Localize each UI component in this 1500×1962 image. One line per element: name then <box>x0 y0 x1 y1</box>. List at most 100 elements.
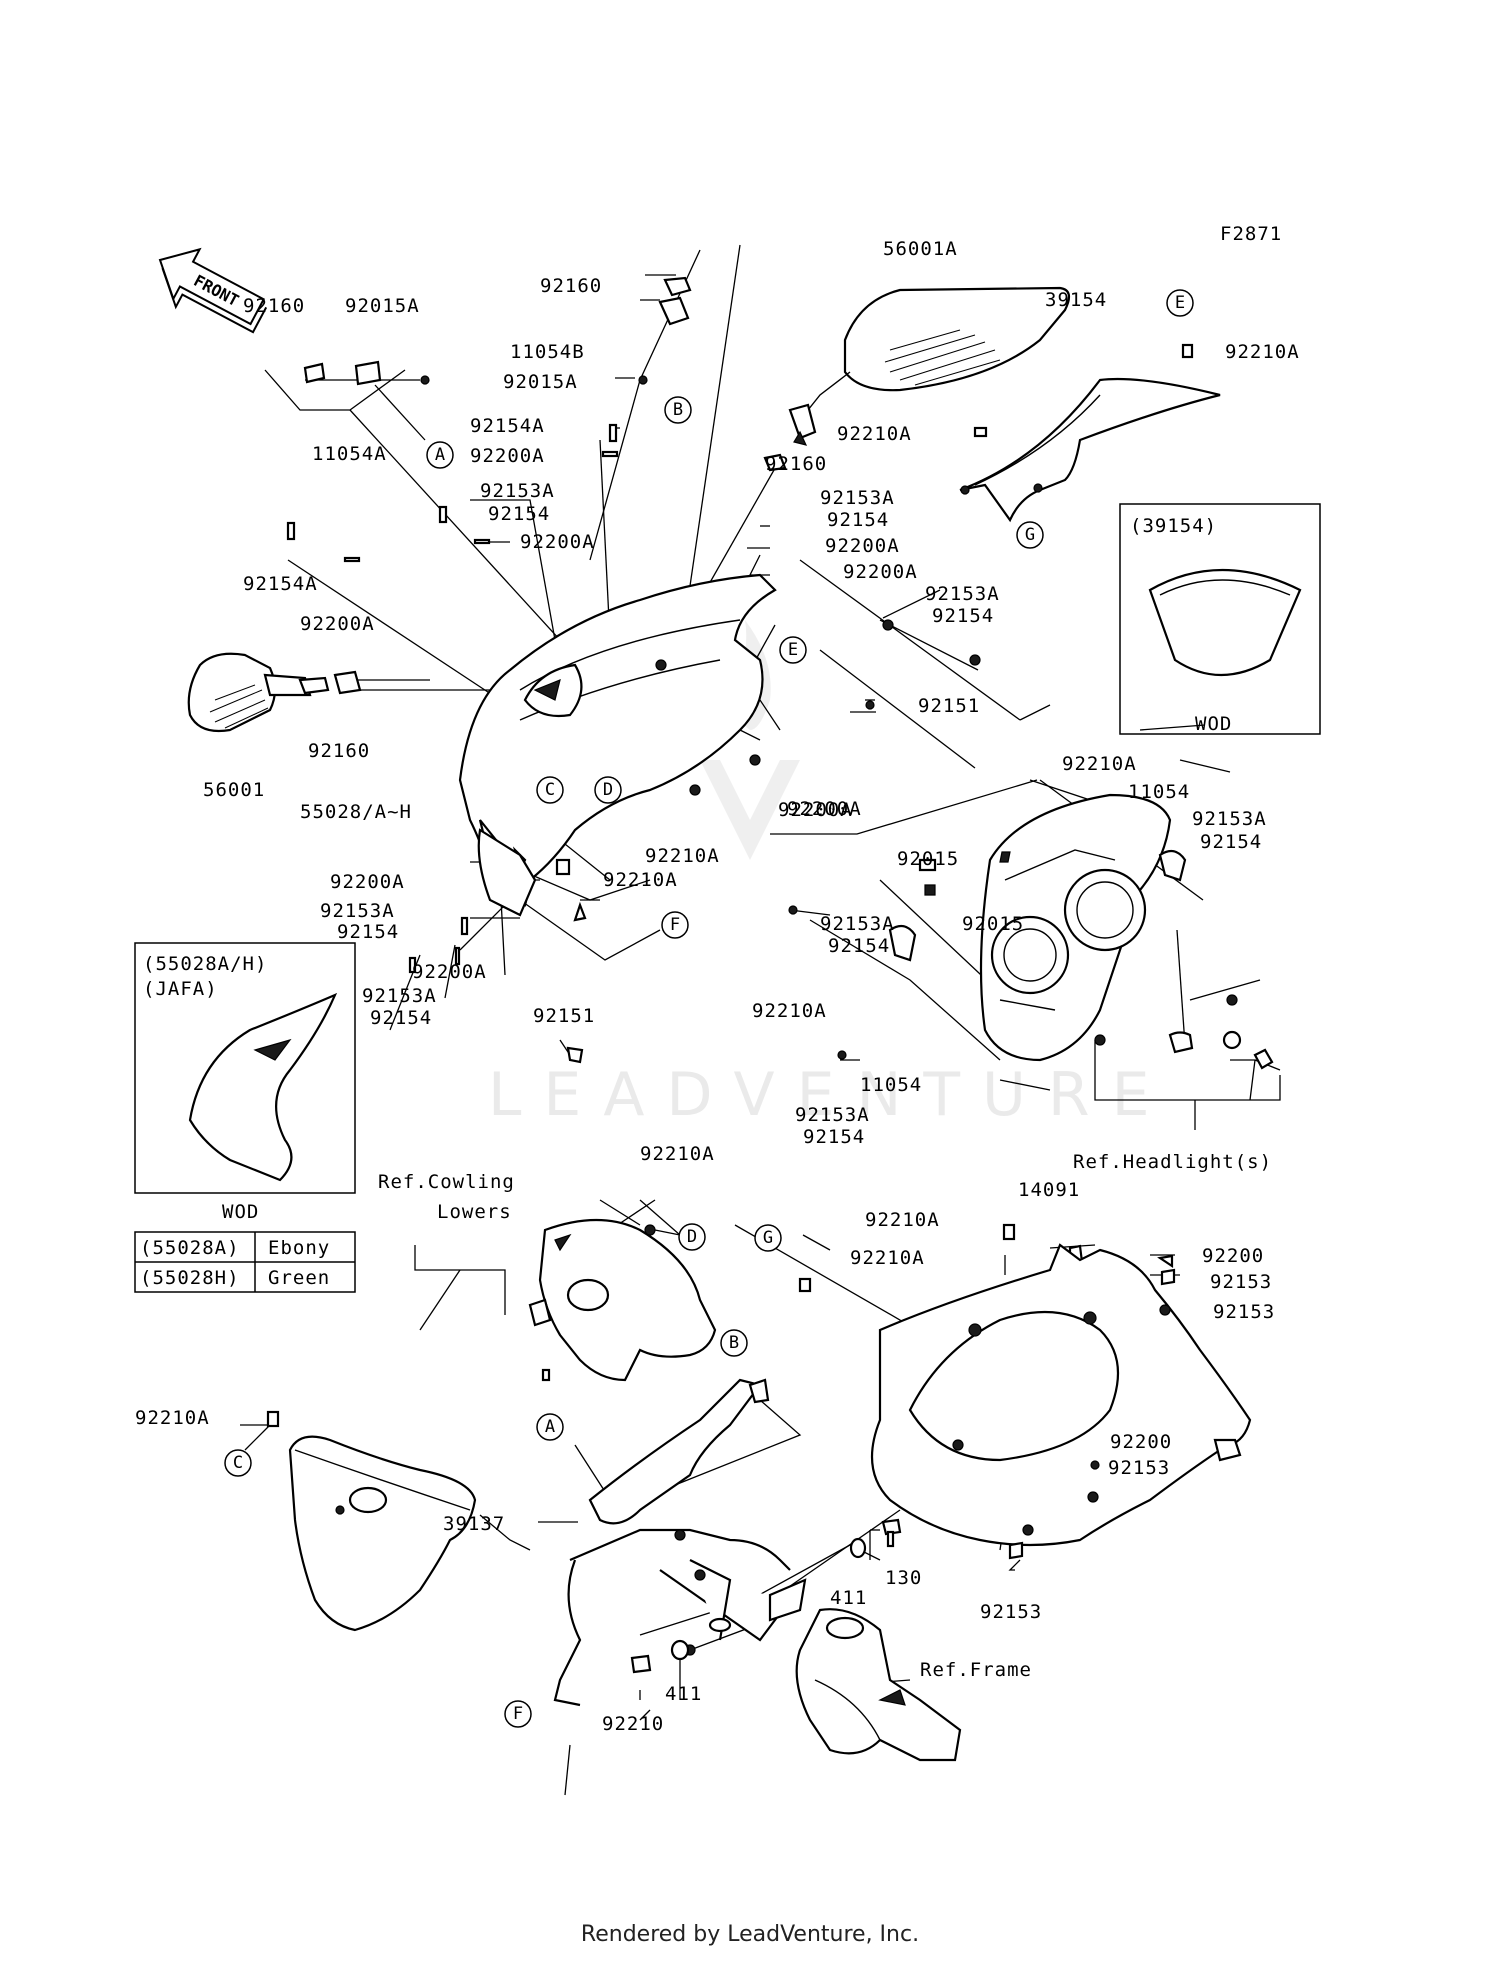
part-number: 11054A <box>312 443 387 465</box>
part-number: 92153A <box>795 1104 870 1126</box>
part-number: 92015A <box>503 371 578 393</box>
part-number: 92200 <box>1110 1431 1172 1453</box>
part-number: 92160 <box>308 740 370 762</box>
part-number: 92153A <box>820 913 895 935</box>
color-table-color: Green <box>268 1267 330 1289</box>
duct-inner-right <box>528 1218 717 1382</box>
part-number: 39137 <box>443 1513 505 1535</box>
part-number: 92151 <box>918 695 980 717</box>
svg-text:A: A <box>435 445 445 465</box>
part-number: 92154 <box>827 509 889 531</box>
callout-e: E <box>779 636 807 664</box>
part-number: 92210A <box>865 1209 940 1231</box>
reference-labels: Ref.Headlight(s) Ref.Cowling Lowers Ref.… <box>378 1151 1271 1681</box>
part-number: 92210A <box>603 869 678 891</box>
part-number: 411 <box>665 1683 702 1705</box>
callout-g: G <box>1016 521 1044 549</box>
callout-f: F <box>504 1700 532 1728</box>
part-number: 92200A <box>330 871 405 893</box>
svg-text:F: F <box>670 915 680 935</box>
ref-cowling-lowers: Lowers <box>437 1201 512 1223</box>
callout-c: C <box>536 776 564 804</box>
part-number: 92200A <box>825 535 900 557</box>
part-number: 130 <box>885 1567 922 1589</box>
part-number: 11054 <box>860 1074 922 1096</box>
part-number: 92210A <box>1062 753 1137 775</box>
callout-b: B <box>664 396 692 424</box>
fasteners-top <box>286 276 1194 710</box>
svg-text:B: B <box>673 400 683 420</box>
ref-frame: Ref.Frame <box>920 1659 1032 1681</box>
svg-text:A: A <box>545 1417 555 1437</box>
part-number: 92153 <box>1210 1271 1272 1293</box>
callout-b: B <box>720 1329 748 1357</box>
svg-text:D: D <box>603 780 613 800</box>
part-number: 92153A <box>1192 808 1267 830</box>
part-number: 92151 <box>533 1005 595 1027</box>
part-number: 92200A <box>300 613 375 635</box>
part-number: 92200A <box>843 561 918 583</box>
part-number: 92153A <box>480 480 555 502</box>
part-number: 92200 <box>1202 1245 1264 1267</box>
part-number: 92154 <box>803 1126 865 1148</box>
svg-text:B: B <box>729 1333 739 1353</box>
part-number: 92200A <box>778 799 853 821</box>
part-number: 56001A <box>883 238 958 260</box>
part-number: 92154 <box>828 935 890 957</box>
figure-code: F2871 <box>1220 223 1282 245</box>
windshield <box>959 377 1221 523</box>
frame-ref <box>795 1608 962 1762</box>
svg-text:D: D <box>687 1227 697 1247</box>
part-number: 92015 <box>897 848 959 870</box>
part-number: 92015 <box>962 913 1024 935</box>
part-number: 55028/A~H <box>300 801 412 823</box>
part-number: 92154 <box>370 1007 432 1029</box>
part-number: 92200A <box>787 798 862 820</box>
part-number: 92210A <box>135 1407 210 1429</box>
part-number: 92210A <box>850 1247 925 1269</box>
callout-g: G <box>754 1224 782 1252</box>
part-number: 92210A <box>837 423 912 445</box>
front-arrow-icon: FRONT <box>158 247 268 334</box>
part-number: 92210 <box>602 1713 664 1735</box>
part-number: 92200A <box>412 961 487 983</box>
svg-text:E: E <box>788 640 798 660</box>
part-number: 39154 <box>1045 289 1107 311</box>
inset-windshield-title: (39154) <box>1130 515 1217 537</box>
inset-windshield: (39154) WOD <box>1119 503 1321 735</box>
callout-e: E <box>1166 289 1194 317</box>
washers-bolts <box>630 1518 902 1674</box>
cowling-lower-left <box>266 1410 477 1632</box>
color-table: (55028A) Ebony (55028H) Green <box>134 1231 356 1293</box>
headlight-bracket <box>798 1223 1252 1560</box>
ref-cowling-lowers: Ref.Cowling <box>378 1171 515 1193</box>
color-table-color: Ebony <box>268 1237 330 1259</box>
inset-cowl-caption: WOD <box>222 1201 259 1223</box>
part-number: 92160 <box>765 453 827 475</box>
svg-text:E: E <box>1175 293 1185 313</box>
part-number: 92153A <box>820 487 895 509</box>
part-number: 92154 <box>1200 831 1262 853</box>
part-number: 92160 <box>540 275 602 297</box>
part-number: 92160 <box>243 295 305 317</box>
part-labels: 92160 92015A 11054A 92160 11054B 92015A … <box>135 238 1299 1735</box>
part-number: 92200A <box>520 531 595 553</box>
part-number: 92154 <box>932 605 994 627</box>
inset-cowl: (55028A/H) (JAFA) WOD <box>134 942 356 1223</box>
footer-credit: Rendered by LeadVenture, Inc. <box>580 1922 920 1947</box>
callout-a: A <box>536 1413 564 1441</box>
part-number: 411 <box>830 1587 867 1609</box>
mirror-left <box>187 652 362 733</box>
mirror-right <box>788 286 1071 446</box>
part-number: 92210A <box>645 845 720 867</box>
inset-cowl-title-1: (55028A/H) <box>143 953 267 975</box>
part-number: 11054B <box>510 341 585 363</box>
part-number: 11054 <box>1128 781 1190 803</box>
part-number: 92210A <box>640 1143 715 1165</box>
part-number: 14091 <box>1018 1179 1080 1201</box>
part-number: 92210A <box>752 1000 827 1022</box>
part-number: 92200A <box>470 445 545 467</box>
inset-cowl-title-2: (JAFA) <box>143 978 218 1000</box>
inner-cowl-left <box>408 828 1084 1264</box>
svg-text:C: C <box>233 1453 243 1473</box>
